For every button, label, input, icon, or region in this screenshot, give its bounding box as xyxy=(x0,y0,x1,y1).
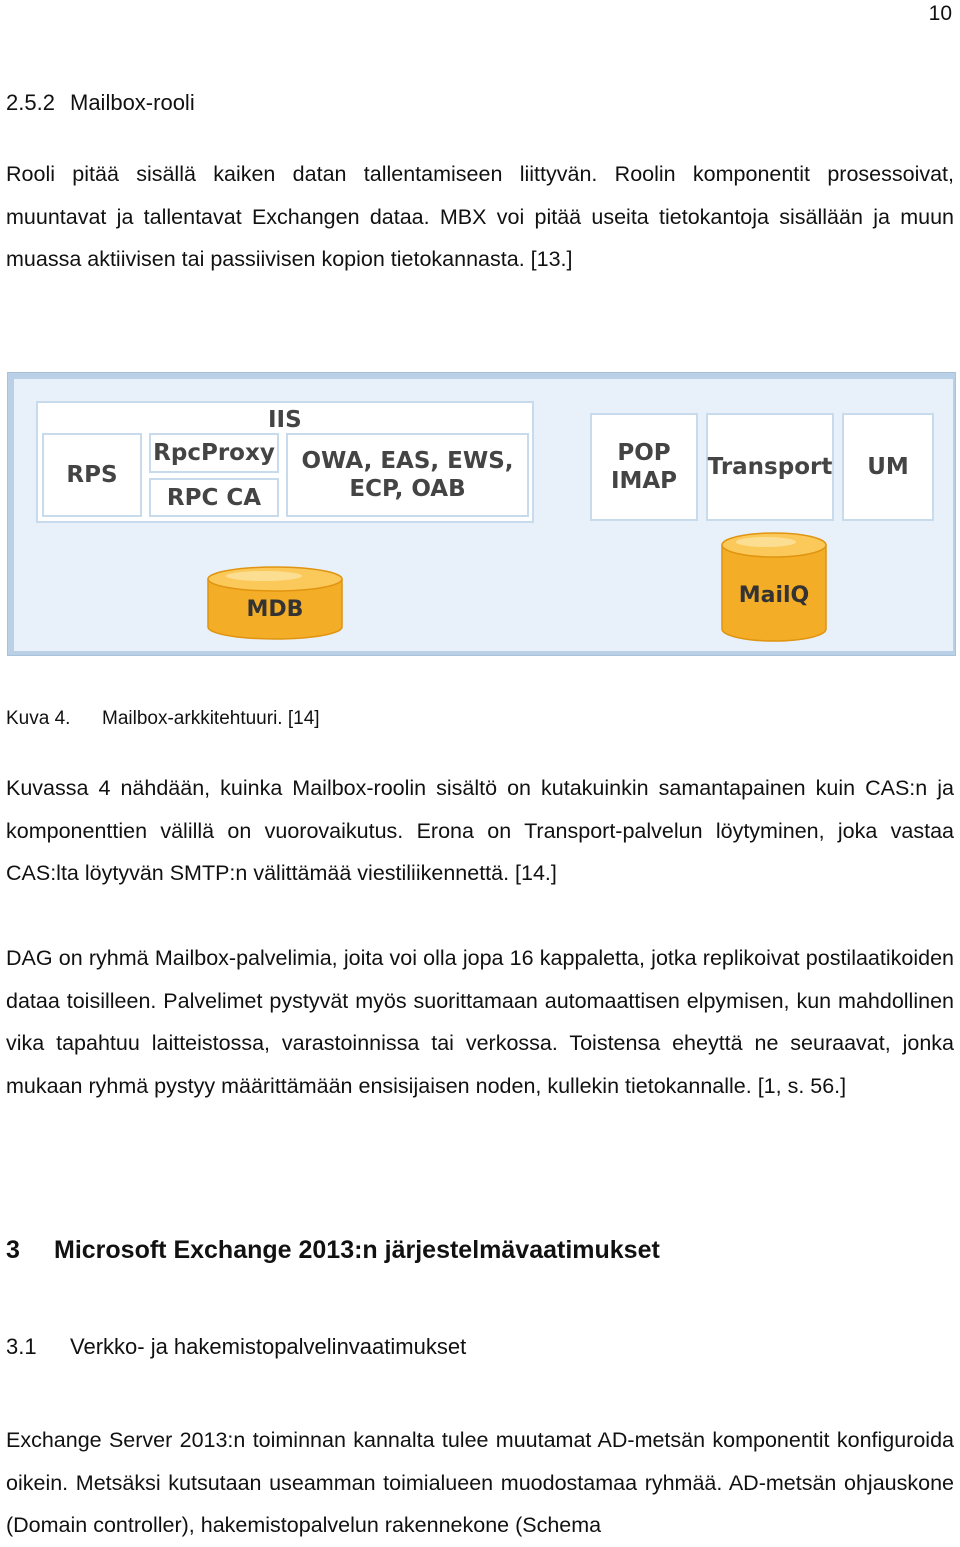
mdb-label: MDB xyxy=(246,597,304,622)
caption-text: Mailbox-arkkitehtuuri. [14] xyxy=(102,708,320,729)
transport-box: Transport xyxy=(706,413,834,521)
rpcca-label: RPC CA xyxy=(166,484,262,511)
rpcproxy-label: RpcProxy xyxy=(153,440,275,466)
section-number: 3.1 xyxy=(6,1334,37,1359)
section-heading-3: 3 Microsoft Exchange 2013:n järjestelmäva… xyxy=(6,1236,660,1265)
paragraph-mailbox-role: Rooli pitää sisällä kaiken datan tallent… xyxy=(6,162,954,271)
um-label: UM xyxy=(867,454,909,480)
section-title: Mailbox-rooli xyxy=(70,90,195,115)
diagram-background: IIS RPS RpcProxy RPC CA OWA, EAS, EWS, E… xyxy=(14,379,953,651)
um-box: UM xyxy=(842,413,934,521)
paragraph-dag: DAG on ryhmä Mailbox-palvelimia, joita v… xyxy=(6,946,954,1098)
mailq-cylinder-graphic xyxy=(721,532,827,642)
section-heading-2-5-2: 2.5.2 Mailbox-rooli xyxy=(6,90,195,116)
page-number: 10 xyxy=(928,2,952,25)
pop-label: POP xyxy=(617,440,671,466)
iis-label: IIS xyxy=(268,407,302,433)
imap-label: IMAP xyxy=(610,468,678,494)
section-title: Verkko- ja hakemistopalvelinvaatimukset xyxy=(70,1334,467,1359)
rpcca-box: RPC CA xyxy=(149,478,279,517)
owa-box: OWA, EAS, EWS, ECP, OAB xyxy=(286,433,529,517)
paragraph-figure-description: Kuvassa 4 nähdään, kuinka Mailbox-roolin… xyxy=(6,776,954,885)
section-number: 3 xyxy=(6,1236,20,1264)
mdb-cylinder-graphic xyxy=(207,566,343,640)
transport-label: Transport xyxy=(707,454,833,480)
owa-label-line2: ECP, OAB xyxy=(349,476,466,502)
caption-label: Kuva 4. xyxy=(6,708,71,729)
mailq-label: MailQ xyxy=(738,583,810,608)
paragraph-network-requirements: Exchange Server 2013:n toiminnan kannalt… xyxy=(6,1428,954,1537)
rps-box: RPS xyxy=(42,433,142,517)
mdb-database-icon: MDB xyxy=(206,565,344,641)
rpcproxy-box: RpcProxy xyxy=(149,433,279,473)
pop-imap-box: POP IMAP xyxy=(590,413,698,521)
owa-label-line1: OWA, EAS, EWS, xyxy=(301,448,514,474)
figure-caption: Kuva 4. Mailbox-arkkitehtuuri. [14] xyxy=(6,708,320,730)
mailq-database-icon: MailQ xyxy=(720,531,828,643)
section-heading-3-1: 3.1 Verkko- ja hakemistopalvelinvaatimuks… xyxy=(6,1334,466,1360)
mailbox-architecture-diagram: IIS RPS RpcProxy RPC CA OWA, EAS, EWS, E… xyxy=(7,372,956,656)
section-number: 2.5.2 xyxy=(6,90,55,115)
rps-label: RPS xyxy=(66,462,118,488)
section-title: Microsoft Exchange 2013:n järjestelmävaa… xyxy=(54,1236,660,1264)
